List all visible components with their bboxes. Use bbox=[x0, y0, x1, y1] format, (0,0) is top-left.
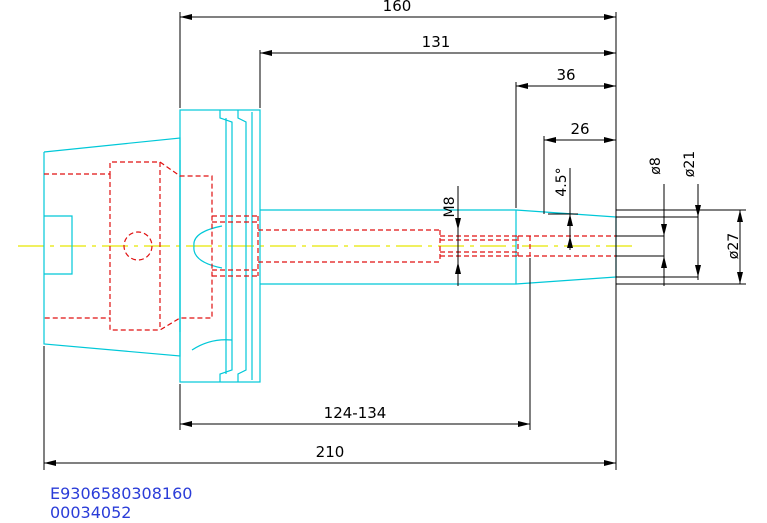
dia-8-label: ø8 bbox=[648, 157, 664, 174]
part-code-line-1: E9306580308160 bbox=[50, 484, 193, 503]
angle-label: 4.5° bbox=[554, 167, 570, 196]
dim-range-label: 124-134 bbox=[324, 404, 387, 422]
hidden-lines bbox=[44, 161, 616, 331]
part-codes: E9306580308160 00034052 bbox=[50, 484, 192, 522]
dia-21-label: ø21 bbox=[682, 151, 698, 177]
dia-27-label: ø27 bbox=[726, 233, 742, 259]
dim-210-label: 210 bbox=[316, 443, 345, 461]
dim-160-label: 160 bbox=[383, 0, 412, 15]
tool-holder-outline bbox=[43, 109, 617, 383]
dimension-lines bbox=[43, 12, 746, 470]
dim-26-label: 26 bbox=[570, 120, 589, 138]
thread-label: M8 bbox=[442, 197, 458, 218]
part-code-line-2: 00034052 bbox=[50, 503, 132, 522]
dim-131-label: 131 bbox=[422, 33, 451, 51]
dim-36-label: 36 bbox=[556, 66, 575, 84]
arrowheads bbox=[44, 14, 743, 466]
